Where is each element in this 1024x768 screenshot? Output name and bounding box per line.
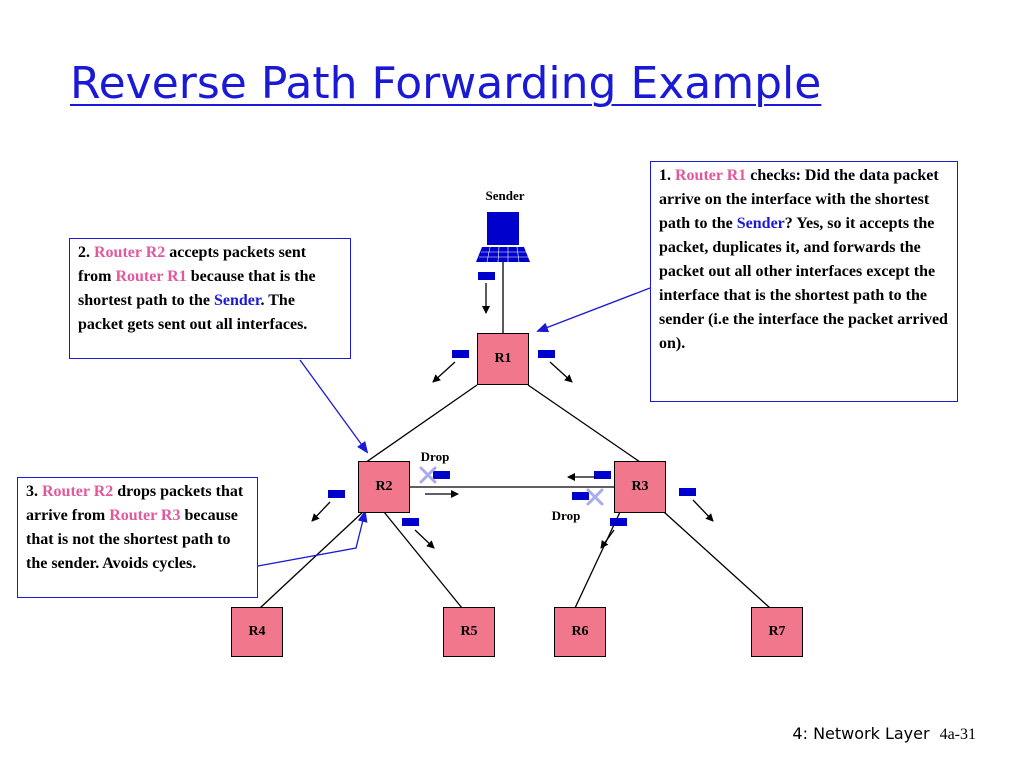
packet-icon	[594, 471, 611, 479]
packet-icon	[478, 272, 495, 280]
router-r1-mention: Router R1	[675, 167, 747, 184]
note-step-1: 1. Router R1 checks: Did the data packet…	[650, 161, 958, 402]
router-r2-mention: Router R2	[94, 244, 166, 261]
packet-icon	[679, 488, 696, 496]
callout-arrow-r2	[299, 359, 369, 454]
router-r2: R2	[358, 461, 410, 513]
callout-arrows	[257, 287, 651, 567]
arrow	[432, 361, 456, 383]
note-step-2: 2. Router R2 accepts packets sent from R…	[69, 238, 351, 359]
router-r3: R3	[614, 461, 666, 513]
router-r1: R1	[477, 333, 529, 385]
sender-mention: Sender	[736, 215, 785, 232]
packet-icon	[328, 490, 345, 498]
links	[259, 255, 771, 609]
router-r7: R7	[751, 607, 803, 657]
sender-mention: Sender	[214, 292, 261, 309]
link-r2-r4	[259, 509, 366, 609]
router-r2-mention: Router R2	[42, 483, 114, 500]
arrow	[692, 499, 714, 522]
footer-page-number: 4a-31	[939, 726, 976, 743]
router-r4: R4	[231, 607, 283, 657]
arrow	[549, 361, 573, 383]
link-r3-r7	[663, 511, 771, 609]
packet-icon	[452, 350, 469, 358]
link-r2-r5	[383, 511, 463, 609]
footer-chapter: 4: Network Layer	[792, 724, 930, 743]
footer: 4: Network Layer 4a-31	[792, 724, 976, 744]
drop-label: Drop	[552, 508, 581, 523]
callout-arrow-r2-drop	[257, 510, 368, 567]
sender-computer-icon	[476, 212, 530, 263]
router-r1-mention: Router R1	[115, 268, 187, 285]
packets	[328, 272, 696, 526]
packet-icon	[538, 350, 555, 358]
link-r1-r2	[361, 384, 478, 466]
drop-x-icon	[419, 466, 437, 484]
packet-arrows	[311, 283, 714, 549]
link-r1-r3	[527, 384, 641, 463]
packet-icon	[610, 518, 627, 526]
router-r6: R6	[554, 607, 606, 657]
link-r3-r6	[574, 511, 621, 609]
callout-arrow-r1	[536, 287, 651, 333]
router-r5: R5	[443, 607, 495, 657]
page-title: Reverse Path Forwarding Example	[70, 58, 822, 109]
arrow	[600, 529, 615, 549]
drop-label: Drop	[421, 449, 450, 464]
packet-icon	[572, 492, 589, 500]
drop-x-icon	[586, 488, 604, 506]
arrow	[414, 529, 435, 549]
sender-label: Sender	[486, 188, 525, 203]
packet-icon	[402, 518, 419, 526]
arrow	[311, 501, 331, 522]
router-r3-mention: Router R3	[109, 507, 181, 524]
note-step-3: 3. Router R2 drops packets that arrive f…	[17, 477, 258, 598]
packet-icon	[433, 471, 450, 479]
